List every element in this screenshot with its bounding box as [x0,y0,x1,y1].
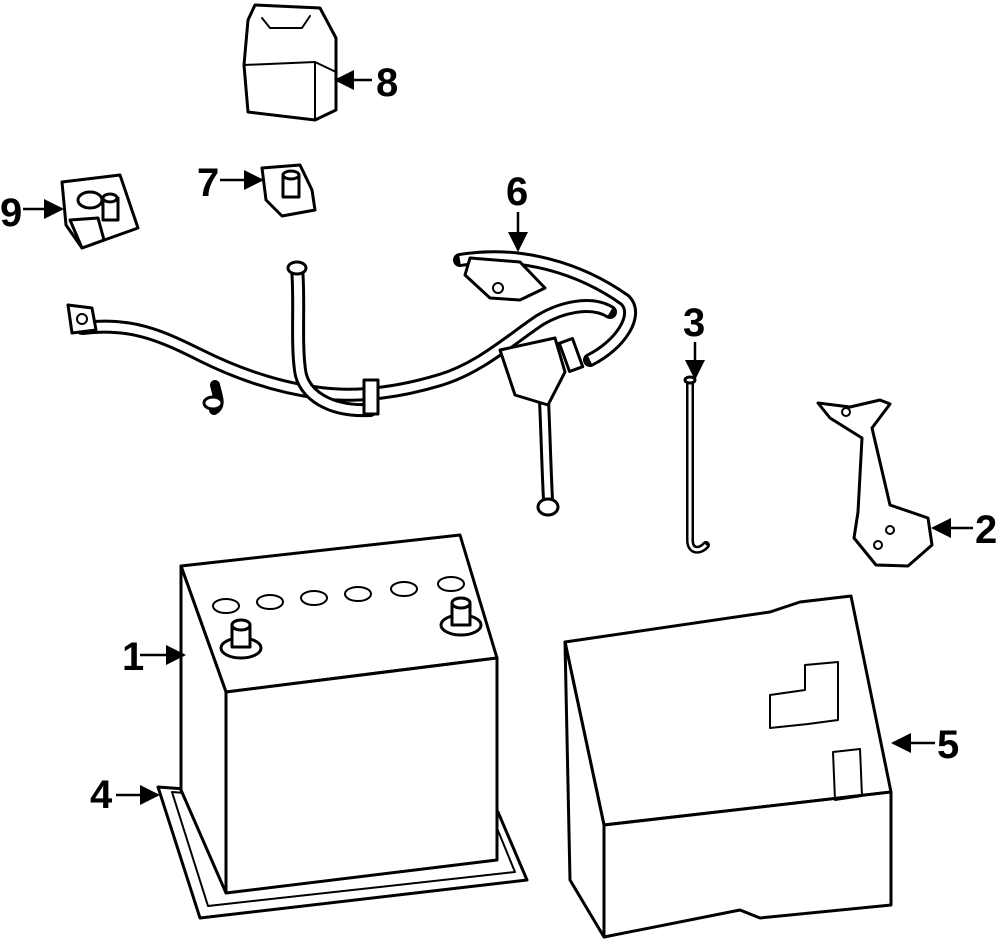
battery-box [563,594,893,939]
callout-7: 7 [197,161,219,205]
callout-arrows [23,70,973,805]
hold-down-bracket [816,398,934,568]
callout-6: 6 [506,170,528,214]
callout-labels: 1 2 3 4 5 6 7 8 9 [0,61,997,817]
hold-down-rod [683,375,710,554]
callout-3: 3 [683,301,705,345]
callout-1: 1 [122,635,144,679]
callout-8: 8 [376,61,398,105]
battery-terminal-right [439,596,483,637]
terminal-cover [242,3,338,122]
battery-cell-caps [212,576,465,614]
callout-9: 9 [0,191,22,235]
callout-2: 2 [975,508,997,552]
terminal-clamp [260,163,317,218]
battery [179,533,499,895]
positive-terminal-clamp [60,173,140,250]
callout-5: 5 [937,723,959,767]
battery-terminal-left [219,618,263,660]
battery-cable-harness [66,250,637,517]
callout-4: 4 [90,773,113,817]
